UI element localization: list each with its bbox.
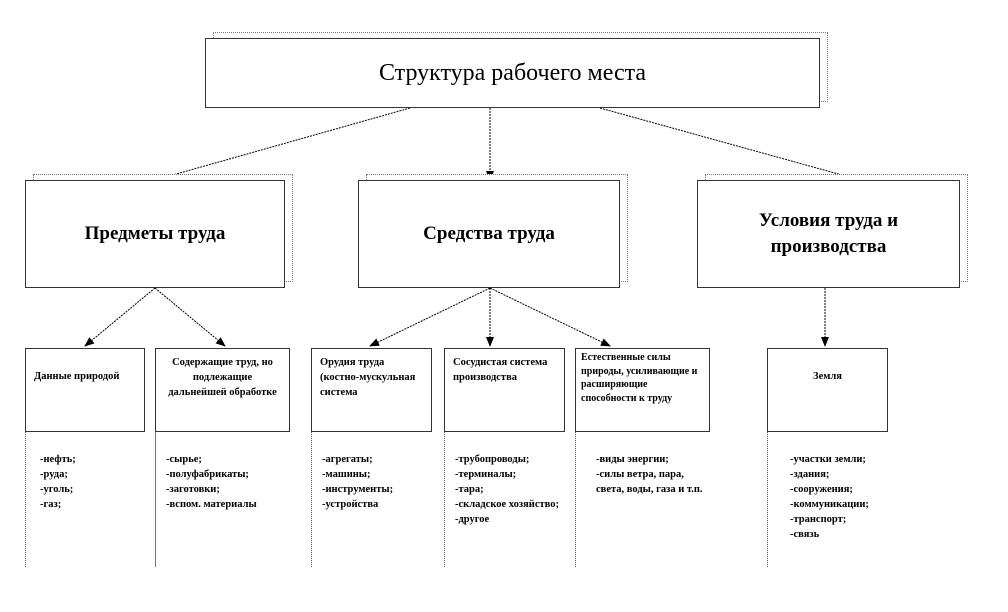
- leaf-header: Орудия труда (костно-мускульная система: [311, 348, 432, 432]
- leaf-item: -машины;: [322, 469, 371, 480]
- leaf-item: -уголь;: [40, 484, 74, 495]
- leaf-header: Земля: [767, 348, 888, 432]
- leaf-items: -сырье; -полуфабрикаты; -заготовки; -вспом.…: [155, 432, 295, 567]
- leaf-item: -виды энергии;: [596, 454, 669, 465]
- arrow: [599, 107, 861, 182]
- leaf-item: -силы ветра, пара, света, воды, газа и т…: [596, 469, 703, 495]
- leaf-header: Сосудистая система производства: [444, 348, 565, 432]
- leaf-items: -виды энергии; -силы ветра, пара, света, …: [575, 432, 710, 567]
- leaf-item: -руда;: [40, 469, 68, 480]
- root-node: Структура рабочего места: [205, 38, 820, 108]
- arrow: [154, 287, 226, 347]
- leaf-item: -инструменты;: [322, 484, 394, 495]
- leaf-items: -агрегаты; -машины; -инструменты; -устройст…: [311, 432, 436, 567]
- leaf-items: -нефть; -руда; -уголь; -газ;: [25, 432, 150, 567]
- leaf-items: -трубопроводы; -терминалы; -тара; -складско…: [444, 432, 569, 567]
- leaf-header: Естественные силы природы, усиливающие и…: [575, 348, 710, 432]
- leaf-header: Содержащие труд, но подлежащие дальнейше…: [155, 348, 290, 432]
- leaf-item: -другое: [455, 514, 490, 525]
- leaf-item: -заготовки;: [166, 484, 220, 495]
- leaf-item: -нефть;: [40, 454, 76, 465]
- arrow: [489, 287, 611, 347]
- leaf-item: -вспом. материалы: [166, 499, 257, 510]
- leaf-item: -трубопроводы;: [455, 454, 530, 465]
- arrow: [84, 287, 156, 347]
- leaf-item: -здания;: [790, 469, 830, 480]
- node-means-of-labor: Средства труда: [358, 180, 620, 288]
- leaf-item: -сырье;: [166, 454, 202, 465]
- leaf-item: -устройства: [322, 499, 379, 510]
- leaf-header: Данные природой: [25, 348, 145, 432]
- leaf-item: -сооружения;: [790, 484, 853, 495]
- leaf-item: -терминалы;: [455, 469, 517, 480]
- leaf-item: -связь: [790, 529, 820, 540]
- leaf-item: -коммуникации;: [790, 499, 869, 510]
- leaf-items: -участки земли; -здания; -сооружения; -комм…: [767, 432, 892, 567]
- leaf-item: -полуфабрикаты;: [166, 469, 249, 480]
- arrow: [154, 107, 411, 182]
- leaf-item: -газ;: [40, 499, 62, 510]
- leaf-item: -агрегаты;: [322, 454, 373, 465]
- leaf-item: -тара;: [455, 484, 484, 495]
- node-subjects-of-labor: Предметы труда: [25, 180, 285, 288]
- leaf-item: -транспорт;: [790, 514, 847, 525]
- leaf-item: -участки земли;: [790, 454, 866, 465]
- leaf-item: -складское хозяйство;: [455, 499, 559, 510]
- node-labor-conditions: Условия труда и производства: [697, 180, 960, 288]
- arrow: [369, 287, 491, 347]
